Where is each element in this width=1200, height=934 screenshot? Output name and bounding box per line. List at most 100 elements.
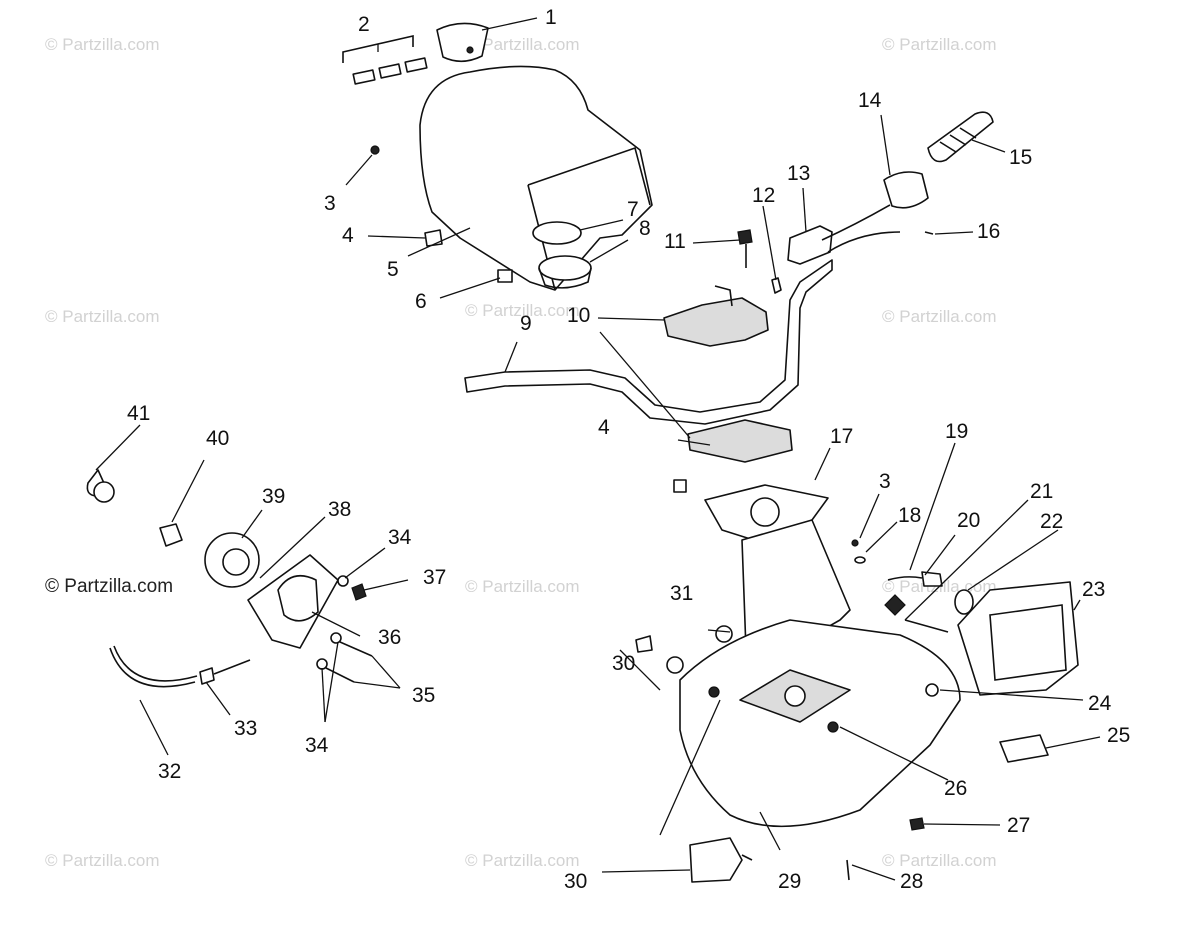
front-cowl-assembly (635, 479, 1079, 883)
part-35-bolt (339, 641, 373, 657)
callout-12: 12 (752, 184, 775, 207)
callout-11: 11 (664, 230, 686, 253)
part-22-nut (954, 589, 974, 615)
watermark: © Partzilla.com (465, 301, 580, 320)
callout-25: 25 (1107, 724, 1130, 747)
callout-5: 5 (387, 258, 399, 281)
callout-3: 3 (324, 192, 336, 215)
part-10-lower-clamp (687, 419, 793, 463)
controls-assembly (787, 111, 994, 265)
watermark: © Partzilla.com (465, 577, 580, 596)
callout-16: 16 (977, 220, 1000, 243)
callout-14: 14 (858, 89, 882, 112)
callout-31: 31 (670, 582, 693, 605)
callout-36: 36 (378, 626, 401, 649)
part-1-cap (436, 22, 489, 63)
part-33-connector (199, 667, 215, 685)
part-2-clips (352, 57, 428, 85)
callout-20: 20 (957, 509, 980, 532)
callout-29: 29 (778, 870, 801, 893)
callout-10: 10 (567, 304, 590, 327)
handlebar-assembly (464, 229, 833, 463)
callout-4b: 4 (598, 416, 610, 439)
part-14-switch-housing (883, 171, 929, 209)
watermark: © Partzilla.com (465, 851, 580, 870)
part-10-upper-clamp (663, 297, 769, 347)
callout-18: 18 (898, 504, 921, 527)
callouts: 1 2 3 4 5 6 7 8 9 10 11 12 13 14 15 16 1… (127, 6, 1130, 893)
connector-stem (213, 659, 251, 675)
part-25-socket (999, 734, 1049, 763)
part-7-ring (532, 221, 582, 245)
part-4-clip (673, 479, 687, 493)
callout-24: 24 (1088, 692, 1112, 715)
part-24-oring (925, 683, 939, 697)
callout-41: 41 (127, 402, 150, 425)
callout-34-lower: 34 (305, 734, 329, 757)
callout-7: 7 (627, 198, 639, 221)
part-28-screw (846, 859, 850, 881)
part-9-handlebar (464, 259, 833, 425)
watermark: © Partzilla.com (45, 307, 160, 326)
callout-38: 38 (328, 498, 351, 521)
watermark: © Partzilla.com (882, 35, 997, 54)
watermark: © Partzilla.com (465, 35, 580, 54)
callout-30-upper: 30 (612, 652, 635, 675)
callout-2: 2 (358, 13, 370, 36)
callout-4: 4 (342, 224, 354, 247)
callout-17: 17 (830, 425, 853, 448)
callout-33: 33 (234, 717, 257, 740)
callout-23: 23 (1082, 578, 1105, 601)
speedometer-assembly (86, 469, 373, 688)
callout-32: 32 (158, 760, 181, 783)
headlight-pod-assembly (342, 22, 653, 291)
callout-35: 35 (412, 684, 435, 707)
part-34-washer-2 (330, 632, 342, 644)
watermark: © Partzilla.com (882, 851, 997, 870)
cowl-switch-hole (708, 686, 720, 698)
part-26-grommet (827, 721, 839, 733)
part-19-switch (921, 571, 943, 587)
callout-21: 21 (1030, 480, 1053, 503)
callout-27: 27 (1007, 814, 1030, 837)
callout-6: 6 (415, 290, 427, 313)
part-1-hole (466, 46, 474, 54)
callout-1: 1 (545, 6, 557, 29)
part-31-grommet-2 (666, 656, 684, 674)
part-18-washer (854, 556, 866, 564)
watermark: © Partzilla.com (45, 576, 173, 597)
callout-9: 9 (520, 312, 532, 335)
callout-28: 28 (900, 870, 923, 893)
part-36-gauge (277, 574, 319, 622)
part-8-bezel (538, 255, 592, 281)
part-20-knob (884, 594, 906, 616)
part-8-side (538, 267, 592, 289)
watermark: © Partzilla.com (45, 35, 160, 54)
throttle-cable (821, 204, 891, 241)
callout-3b: 3 (879, 470, 891, 493)
part-12-guide (771, 277, 782, 294)
watermark: © Partzilla.com (45, 851, 160, 870)
callout-30-lower: 30 (564, 870, 587, 893)
cowl-plate-hole (784, 685, 806, 707)
callout-34-upper: 34 (388, 526, 412, 549)
part-5-pod (419, 65, 653, 291)
callout-22: 22 (1040, 510, 1063, 533)
switch-wire (887, 576, 923, 581)
watermark: © Partzilla.com (882, 307, 997, 326)
part-30-switch-upper (635, 635, 653, 653)
callout-37: 37 (423, 566, 446, 589)
part-3-screw (370, 145, 380, 155)
grip-ribs (939, 127, 977, 153)
part-29-cowl (679, 619, 961, 828)
switch-terminal (741, 854, 753, 861)
callout-19: 19 (945, 420, 968, 443)
part-11-bolt-head (737, 229, 753, 245)
callout-39: 39 (262, 485, 285, 508)
part-37-nut (351, 583, 367, 601)
leader-lines (95, 17, 1101, 881)
bracket-hole (750, 497, 780, 527)
part-16-pin (924, 231, 934, 235)
part-30-switch-bottom (689, 837, 743, 883)
